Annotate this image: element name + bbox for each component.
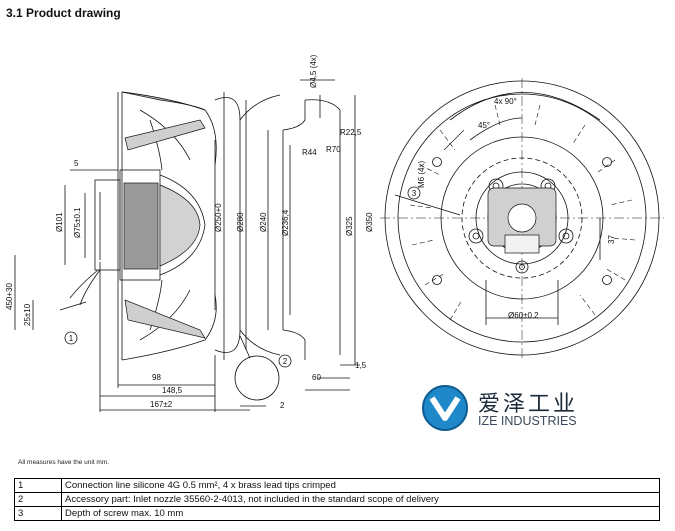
- dim-d75: Ø75±0.1: [73, 207, 82, 238]
- note-text: Accessory part: Inlet nozzle 35560-2-401…: [61, 492, 660, 507]
- note-number: 3: [14, 506, 62, 521]
- notes-table: 1 Connection line silicone 4G 0.5 mm², 4…: [14, 478, 660, 521]
- callout-2: 2: [283, 357, 288, 366]
- dim-60: 60: [312, 373, 321, 382]
- callout-3: 3: [412, 189, 417, 198]
- dim-98: 98: [152, 373, 161, 382]
- dim-d350: Ø350: [365, 212, 374, 232]
- logo-chinese-text: 爱泽工业: [478, 392, 578, 417]
- table-row: 2 Accessory part: Inlet nozzle 35560-2-4…: [14, 492, 660, 507]
- note-text: Depth of screw max. 10 mm: [61, 506, 660, 521]
- dim-d236: Ø236,4: [281, 209, 290, 236]
- dim-5: 5: [74, 159, 79, 168]
- impeller-fill: [121, 91, 206, 339]
- units-note: All measures have the unit mm.: [18, 459, 110, 466]
- dim-d101: Ø101: [55, 212, 64, 232]
- callout-2-circle: [278, 354, 292, 368]
- dim-1-5: 1,5: [355, 361, 367, 370]
- dim-d240: Ø240: [259, 212, 268, 232]
- side-view: [14, 91, 281, 412]
- front-view: [380, 78, 664, 358]
- note-number: 2: [14, 492, 62, 507]
- dim-r70: R70: [326, 145, 341, 154]
- dim-167: 167±2: [150, 400, 173, 409]
- callout-3-circle: [407, 186, 421, 200]
- dim-148: 148,5: [162, 386, 183, 395]
- note-number: 1: [14, 478, 62, 493]
- table-row: 1 Connection line silicone 4G 0.5 mm², 4…: [14, 478, 660, 493]
- section-title: 3.1 Product drawing: [6, 6, 121, 20]
- dim-25: 25±10: [23, 303, 32, 326]
- dim-d325: Ø325: [345, 216, 354, 236]
- dim-37: 37: [607, 235, 616, 244]
- logo-english-text: IZE INDUSTRIES: [478, 414, 577, 428]
- product-drawing: 5 Ø101 Ø75±0.1 450+30 25±10 Ø250+0 Ø280 …: [5, 54, 664, 431]
- dim-d250: Ø250+0: [214, 203, 223, 232]
- dim-d4-5: Ø4,5 (4x): [309, 54, 318, 88]
- dim-d60: Ø60±0.2: [508, 311, 539, 320]
- inlet-nozzle-view: [240, 79, 360, 407]
- company-logo: 爱泽工业 IZE INDUSTRIES: [422, 385, 578, 431]
- callout-1: 1: [69, 334, 74, 343]
- dim-45: 45°: [478, 121, 490, 130]
- table-row: 3 Depth of screw max. 10 mm: [14, 506, 660, 521]
- dim-m6: M6 (4x): [417, 161, 426, 188]
- callout-1-circle: [64, 331, 78, 345]
- dim-r44: R44: [302, 148, 317, 157]
- note-text: Connection line silicone 4G 0.5 mm², 4 x…: [61, 478, 660, 493]
- dim-2: 2: [280, 401, 285, 410]
- dim-4x90: 4x 90°: [494, 97, 517, 106]
- hub-fill: [487, 187, 557, 254]
- dim-r22: R22,5: [340, 128, 362, 137]
- dim-d280: Ø280: [236, 212, 245, 232]
- dim-450: 450+30: [5, 283, 14, 310]
